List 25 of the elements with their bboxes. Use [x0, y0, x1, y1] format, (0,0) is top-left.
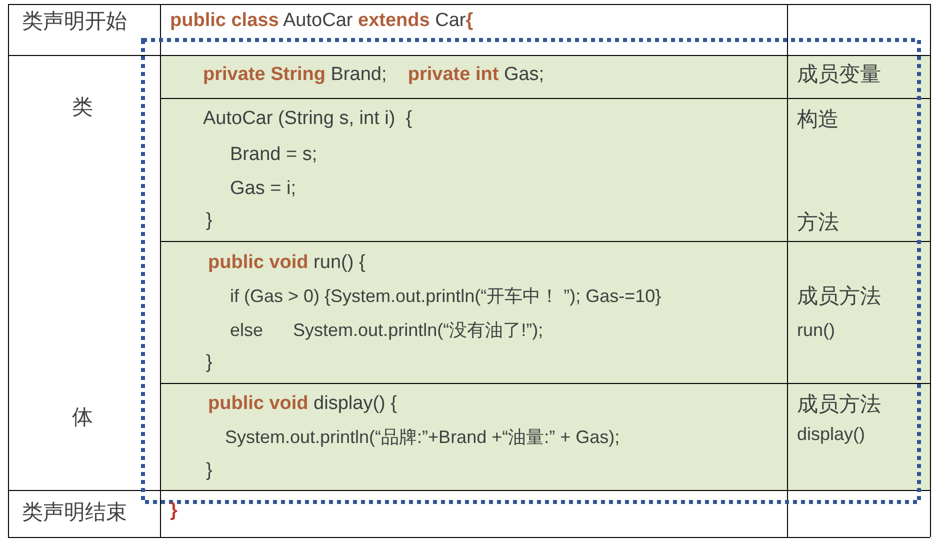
- code-line: }: [170, 500, 178, 523]
- code-line: else System.out.println(“没有油了!”);: [230, 320, 544, 342]
- code-line: public void run() {: [208, 252, 366, 275]
- code-line: public class AutoCar extends Car{: [170, 10, 474, 33]
- code-line: Gas = i;: [230, 178, 296, 201]
- annotation: run(): [797, 320, 836, 342]
- row-label: 类声明结束: [22, 500, 127, 526]
- annotation: 构造: [797, 107, 839, 132]
- code-line: private String Brand; private int Gas;: [203, 64, 544, 87]
- code-line: }: [206, 460, 212, 483]
- code-line: Brand = s;: [230, 144, 318, 167]
- annotation: 成员方法: [797, 392, 881, 418]
- annotation: 成员变量: [797, 62, 881, 88]
- annotation: 成员方法: [797, 284, 881, 310]
- annotation: 方法: [797, 210, 839, 236]
- row-label: 类: [72, 95, 93, 120]
- row-label: 类声明开始: [22, 9, 127, 34]
- annotation: display(): [797, 424, 866, 446]
- code-line: AutoCar (String s, int i) {: [203, 108, 412, 131]
- code-line: }: [206, 352, 212, 375]
- code-line: if (Gas > 0) {System.out.println(“开车中！ ”); Gas-=10}: [230, 286, 662, 308]
- code-line: public void display() {: [208, 393, 397, 416]
- code-line: }: [206, 210, 212, 233]
- code-line: System.out.println(“品牌:”+Brand +“油量:” + Gas);: [225, 427, 620, 449]
- row-label: 体: [72, 405, 93, 430]
